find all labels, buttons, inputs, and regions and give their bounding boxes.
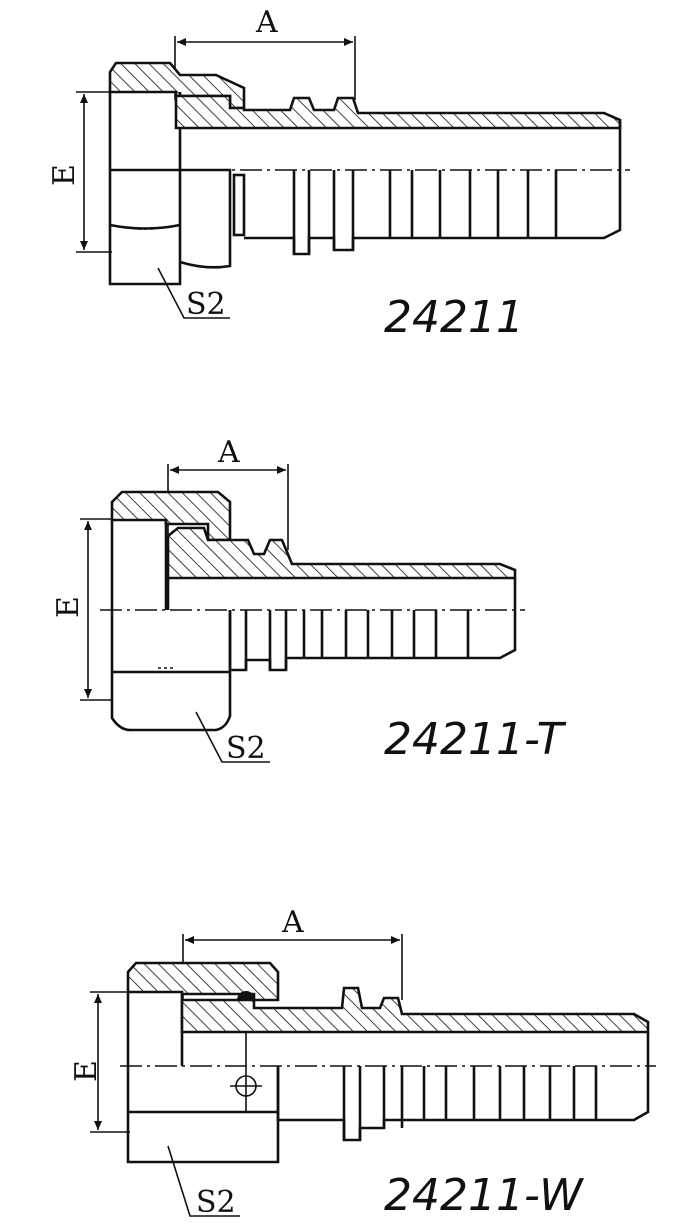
part-number-24211: 24211	[384, 292, 524, 343]
dim-e-label: E	[47, 164, 82, 186]
dim-a-label: A	[217, 435, 240, 470]
nut-section	[126, 961, 280, 1002]
collar-outline	[179, 168, 232, 269]
drawing-24211-w: A E	[69, 905, 656, 1221]
drawing-24211-t: A E S2 24211-T	[51, 435, 567, 766]
dim-e-label: E	[51, 596, 86, 618]
s2-leader	[195, 711, 270, 763]
collar-ridge-1	[232, 173, 246, 237]
stem-lower-outline	[166, 578, 517, 672]
dim-e-label: E	[69, 1060, 104, 1082]
nut-hex-body	[110, 520, 232, 732]
dim-s2-label: S2	[196, 1185, 236, 1220]
dim-a-label: A	[255, 5, 278, 40]
stem-lower-outline	[244, 120, 622, 256]
s2-leader	[167, 1145, 240, 1217]
dim-s2-label: S2	[186, 287, 226, 322]
nut-section	[110, 490, 232, 542]
s2-leader	[157, 267, 230, 319]
stem-section	[180, 986, 650, 1034]
stem-lower-outline	[276, 1032, 650, 1142]
nut-hex-body	[108, 92, 182, 286]
part-number-24211-w: 24211-W	[384, 1170, 584, 1221]
drawing-24211: A E	[47, 5, 630, 343]
dim-s2-label: S2	[226, 731, 266, 766]
barbs	[342, 1066, 598, 1140]
nut-hex-chamfer	[109, 223, 181, 230]
stem-section	[166, 526, 517, 580]
barbs	[244, 610, 470, 670]
barbs	[292, 170, 558, 254]
part-number-24211-t: 24211-T	[384, 714, 567, 765]
dim-a-label: A	[281, 905, 304, 940]
